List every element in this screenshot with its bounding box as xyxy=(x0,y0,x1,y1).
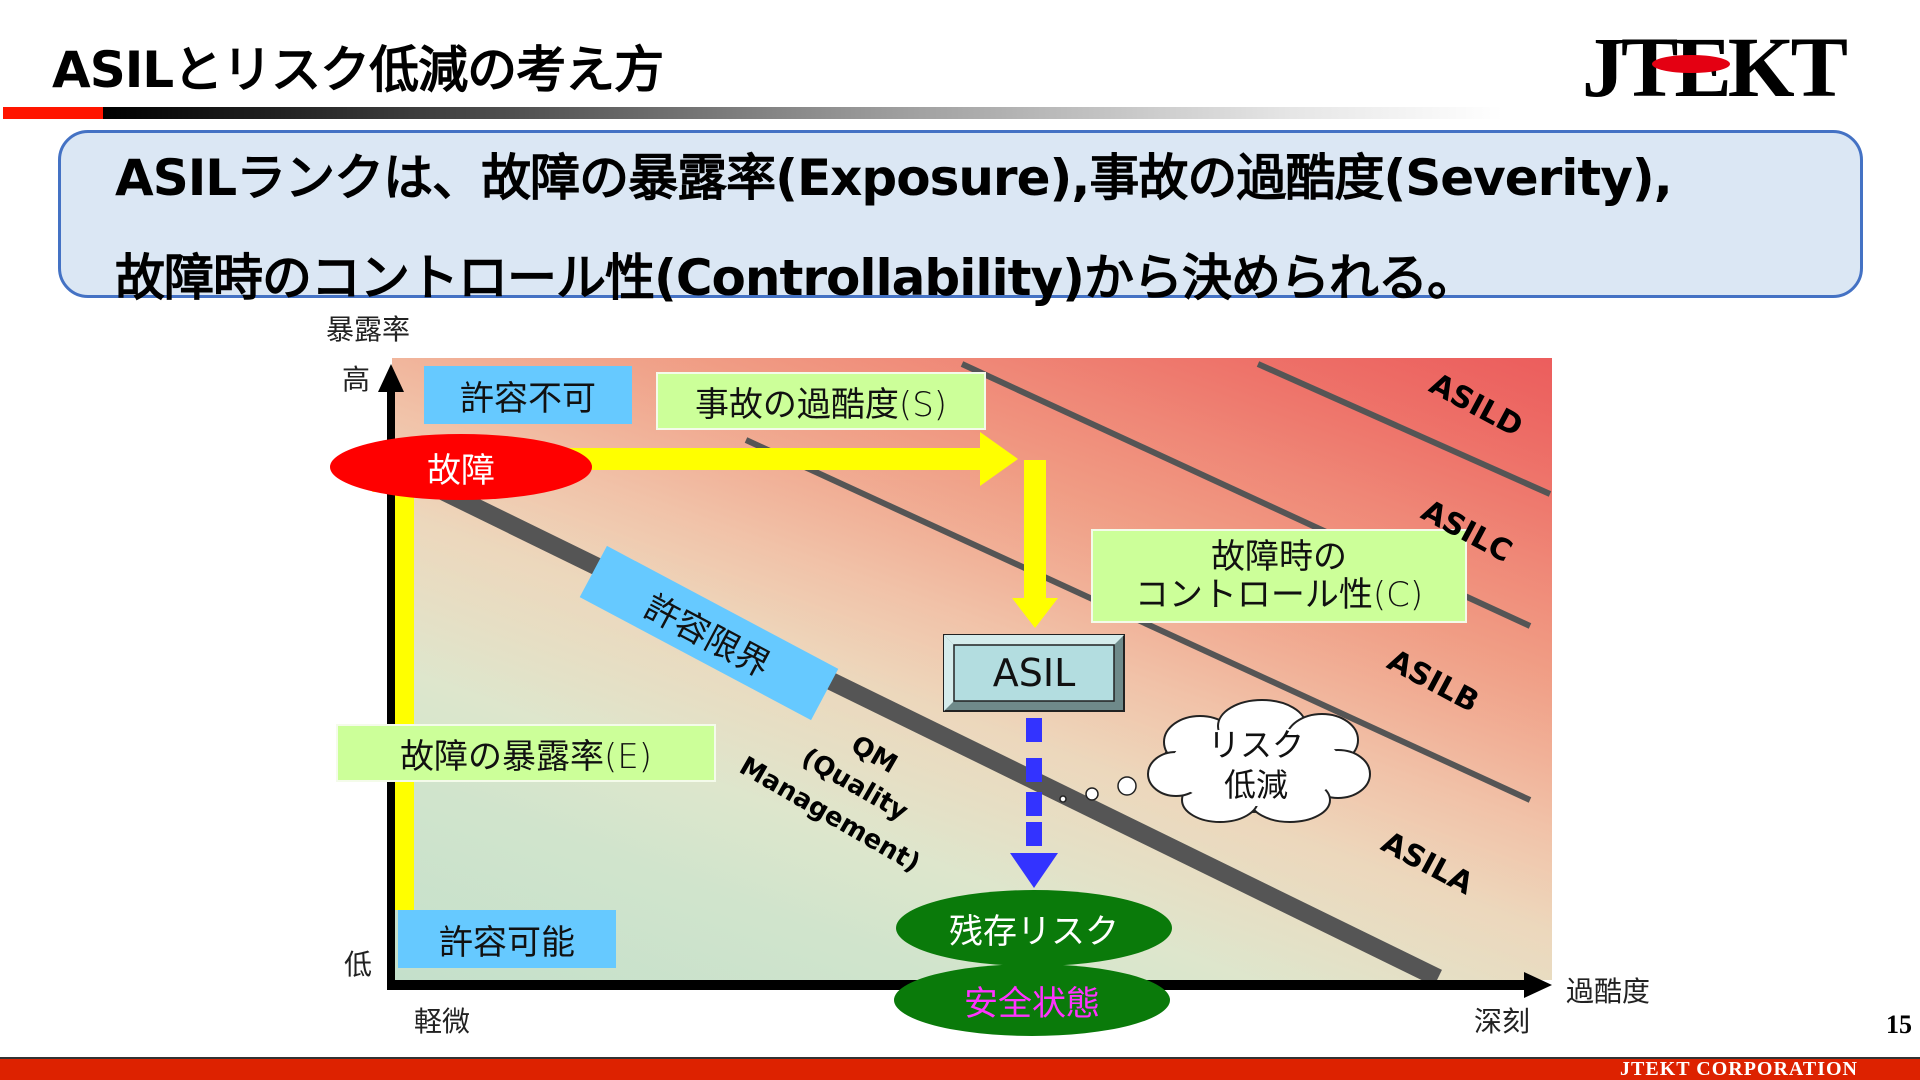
y-axis-arrow-icon xyxy=(378,364,404,392)
y-axis-high: 高 xyxy=(342,363,371,396)
residual-risk-ellipse: 残存リスク xyxy=(896,890,1172,966)
severity-factor-label: 事故の過酷度(S) xyxy=(656,372,986,430)
summary-box xyxy=(58,130,1863,298)
summary-line-2: 故障時のコントロール性(Controllability)から決められる。 xyxy=(115,249,1477,307)
risk-reduction-arrow-head-icon xyxy=(1010,853,1058,888)
asil-box-label: ASIL xyxy=(992,651,1076,695)
controllability-factor-label: 故障時の コントロール性(C) xyxy=(1091,529,1467,623)
risk-reduction-line2: 低減 xyxy=(1223,766,1288,804)
title-rule-accent xyxy=(3,107,103,119)
safe-state-ellipse: 安全状態 xyxy=(894,964,1170,1036)
summary-line-1: ASILランクは、故障の暴露率(Exposure),事故の過酷度(Severit… xyxy=(115,149,1673,207)
footer-bar xyxy=(0,1057,1920,1080)
page-number: 15 xyxy=(1886,1010,1912,1039)
slide-title: ASILとリスク低減の考え方 xyxy=(52,41,664,99)
asil-box-bevel xyxy=(943,634,1125,712)
x-axis-arrow-icon xyxy=(1524,972,1552,998)
logo-eye-mark-icon xyxy=(1652,55,1730,73)
controllability-arrow-shaft xyxy=(1024,460,1046,600)
failure-ellipse: 故障 xyxy=(330,434,592,500)
x-axis-low: 軽微 xyxy=(414,1005,471,1038)
y-axis-title: 暴露率 xyxy=(326,313,411,346)
title-rule-gradient xyxy=(103,107,1503,119)
controllability-arrow-head-icon xyxy=(1012,598,1058,628)
footer-company: JTEKT CORPORATION xyxy=(1620,1058,1858,1080)
controllability-label-line1: 故障時の xyxy=(1211,537,1347,577)
y-axis-low: 低 xyxy=(344,948,373,981)
exposure-factor-label: 故障の暴露率(E) xyxy=(336,724,716,782)
severity-arrow-head-icon xyxy=(980,432,1018,486)
acceptable-zone-label: 許容可能 xyxy=(398,910,616,968)
risk-reduction-line1: リスク xyxy=(1207,726,1304,764)
asil-d-boundary-line xyxy=(1256,361,1552,497)
severity-arrow-shaft xyxy=(560,448,980,470)
y-axis-line xyxy=(387,388,395,988)
exposure-arrow-shaft xyxy=(392,490,414,910)
controllability-label-line2: コントロール性(C) xyxy=(1134,575,1424,615)
risk-reduction-text: リスク 低減 xyxy=(1176,720,1336,810)
x-axis-high: 深刻 xyxy=(1474,1005,1531,1038)
tolerance-limit-line xyxy=(416,471,1442,987)
unacceptable-zone-label: 許容不可 xyxy=(424,366,632,424)
x-axis-title: 過酷度 xyxy=(1566,975,1651,1008)
